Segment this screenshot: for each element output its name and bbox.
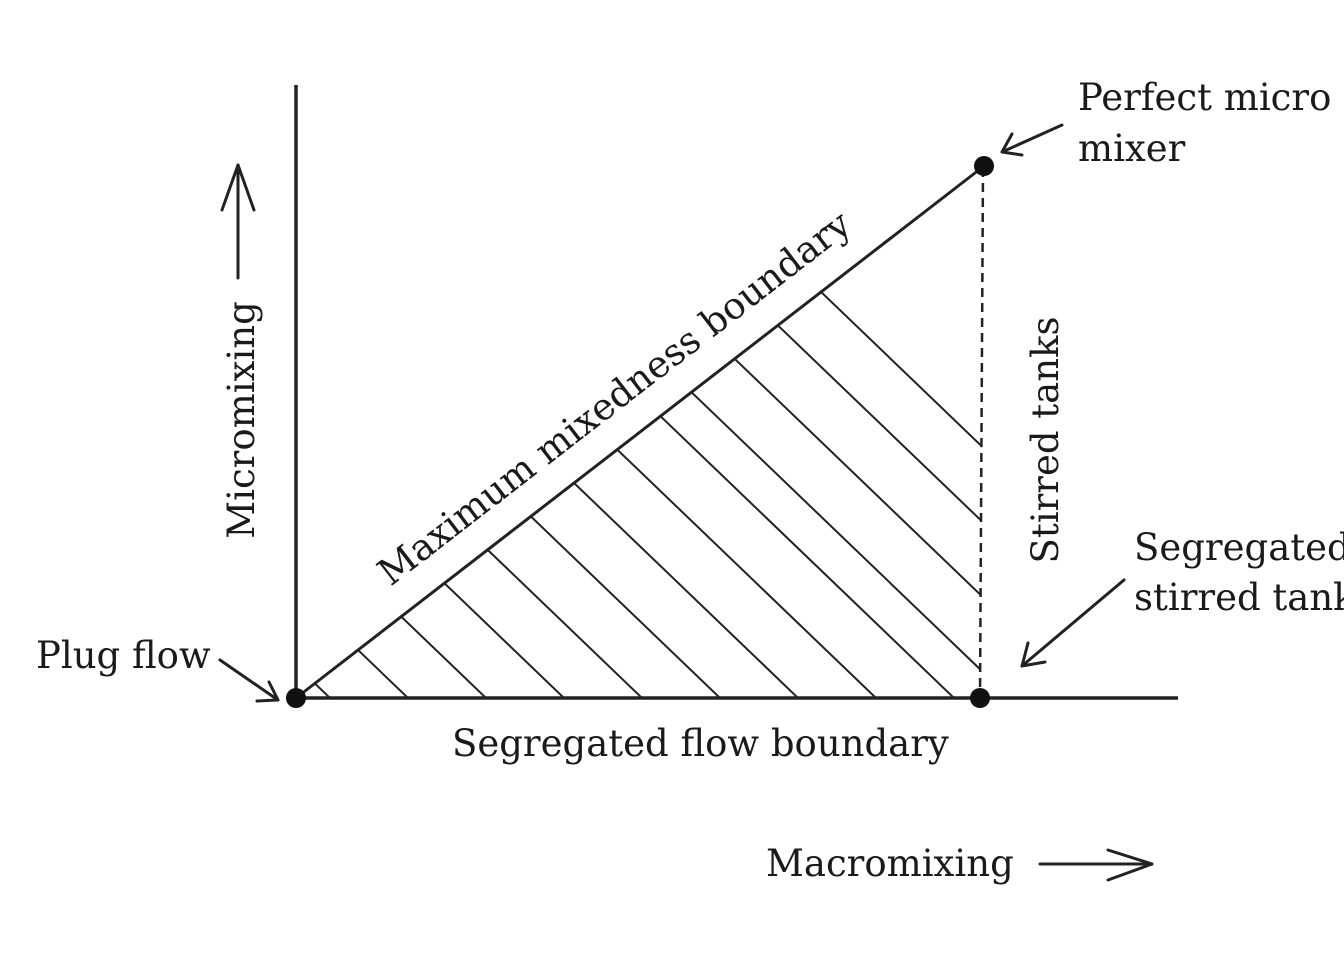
- stirred-tanks-line: [978, 167, 985, 699]
- hatch-line: [296, 166, 839, 698]
- hatch-line: [465, 166, 984, 698]
- segregated-stirred-tank-label-line1: Segregated: [1134, 526, 1344, 569]
- y-axis-label: Micromixing: [220, 301, 263, 539]
- hatch-line: [543, 166, 984, 698]
- hatch-line: [296, 166, 917, 698]
- hatch-line: [296, 166, 371, 698]
- pointer-arrow-icon: [1000, 123, 1064, 157]
- stirred-tanks-label: Stirred tanks: [1024, 317, 1067, 564]
- plug-flow-point: [286, 688, 306, 708]
- hatch-line: [387, 166, 984, 698]
- max-mixedness-boundary-line: [295, 164, 985, 700]
- hatch-line: [296, 166, 605, 698]
- hatch-line: [296, 166, 683, 698]
- arrow-up-icon: [220, 163, 256, 280]
- arrow-right-icon: [1038, 848, 1154, 882]
- hatch-line: [296, 166, 527, 698]
- pointer-arrow-icon: [1020, 578, 1126, 668]
- pointer-arrow-icon: [218, 658, 280, 703]
- x-axis-label: Macromixing: [766, 842, 1014, 885]
- perfect-micro-mixer-label-line1: Perfect micro: [1078, 76, 1331, 119]
- plug-flow-label: Plug flow: [36, 634, 211, 677]
- perfect-micro-mixer-label-line2: mixer: [1078, 127, 1186, 170]
- hatch-line: [309, 166, 984, 698]
- segregated-stirred-tank-point: [970, 688, 990, 708]
- segregated-stirred-tank-label-line2: stirred tank: [1134, 576, 1344, 619]
- segregated-flow-boundary-label: Segregated flow boundary: [452, 722, 949, 765]
- perfect-micro-mixer-point: [974, 156, 994, 176]
